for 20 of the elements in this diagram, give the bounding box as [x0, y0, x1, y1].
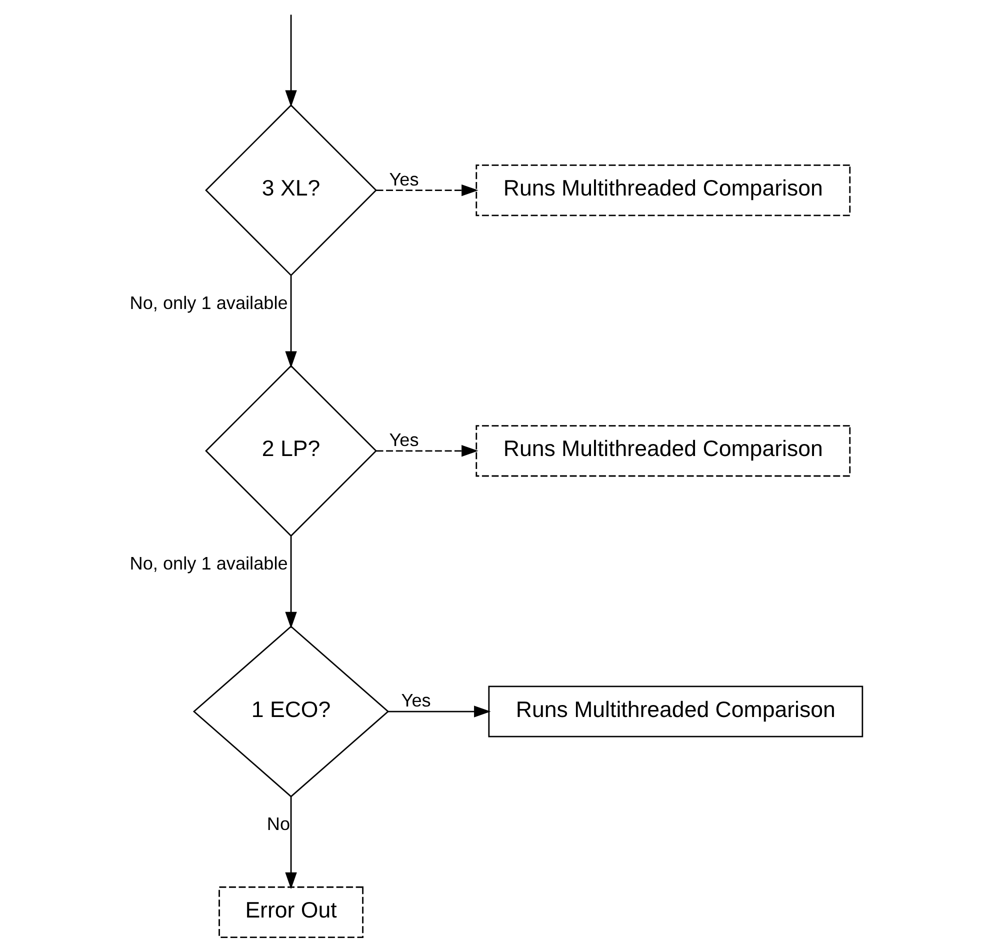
node-box: Runs Multithreaded Comparison	[488, 686, 864, 738]
arrow	[376, 445, 478, 457]
node-diamond: 1 ECO?	[192, 626, 390, 798]
edge-label: No, only 1 available	[130, 292, 288, 313]
arrow	[285, 14, 297, 107]
node-box: Error Out	[218, 886, 364, 938]
edge-label: Yes	[389, 169, 419, 190]
edge-label: Yes	[401, 690, 431, 711]
arrow	[285, 536, 297, 629]
edge-label: No, only 1 available	[130, 553, 288, 574]
node-box: Runs Multithreaded Comparison	[476, 164, 851, 216]
arrow	[388, 706, 491, 718]
node-diamond: 3 XL?	[205, 104, 378, 276]
arrow	[285, 276, 297, 368]
node-box: Runs Multithreaded Comparison	[476, 425, 851, 477]
edge-label: No	[266, 814, 290, 834]
arrow	[376, 184, 478, 196]
node-diamond: 2 LP?	[205, 364, 378, 537]
arrow	[285, 796, 297, 890]
edge-label: Yes	[389, 430, 419, 450]
